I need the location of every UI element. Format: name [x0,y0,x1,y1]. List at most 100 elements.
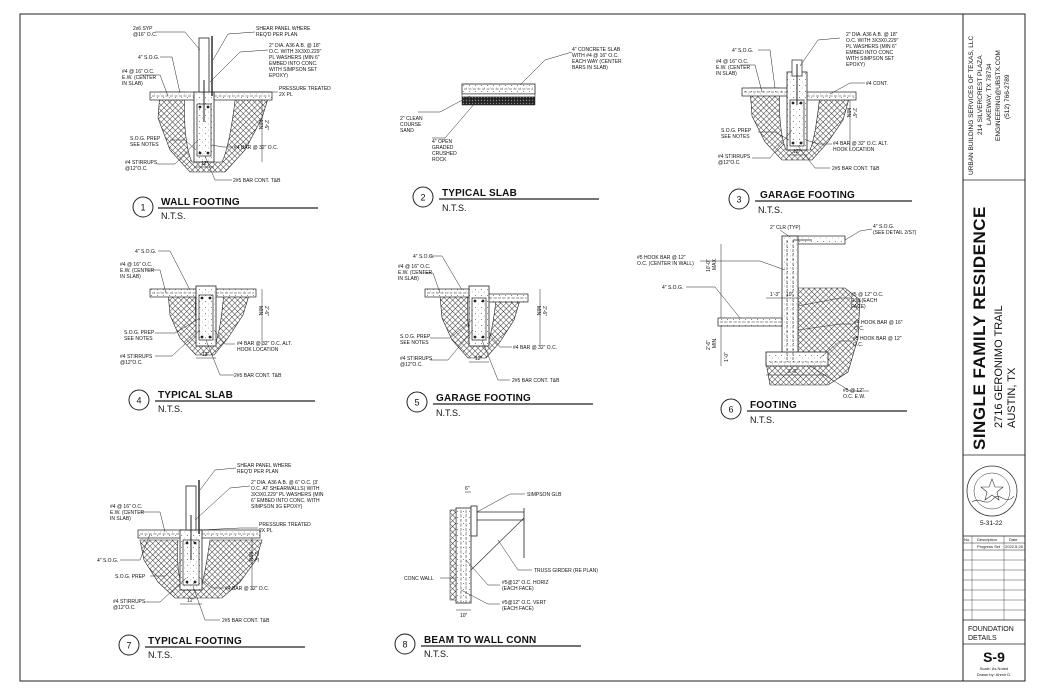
detail-title: BEAM TO WALL CONN [424,635,536,646]
note-footing-bar: #4 BAR @ 32" O.C. ALT. [833,141,888,147]
bar [473,299,477,303]
sheet-border [19,13,1026,682]
detail-number-bubble [406,391,428,413]
note-stirrups: #4 STIRRUPS [125,160,158,166]
note-wall-hook-bar: #5 HOOK BAR @ 12" [637,255,686,261]
dim-wall-thickness: 10" [460,613,468,619]
note-sog-prep: S.O.G. PREP [400,334,431,340]
sheet-title: DETAILS [968,635,997,642]
dim-depth: MIN. [257,120,263,131]
detail-callout-8: 8 BEAM TO WALL CONN N.T.S. [394,633,581,659]
note-concrete-slab: EACH WAY (CENTER [572,59,622,65]
dim-wall-height: MAX. [712,258,718,270]
project-info: SINGLE FAMILY RESIDENCE 2716 GERONIMO TR… [970,206,1018,450]
soil-hatch [439,295,521,359]
drawn-by: Drawn by: Ahmir D. [977,672,1011,677]
simpson-hanger [470,505,478,537]
project-name: SINGLE FAMILY RESIDENCE [970,206,989,450]
dim-width: 12" [475,356,483,362]
note-wall-rebar: E.W.(EACH [851,298,878,304]
detail-1-wall-footing: 2x6 SYP @16" O.C. SHEAR PANEL WHERE REQ'… [122,26,331,184]
company-name: URBAN BUILDING SERVICES OF TEXAS, LLC [968,36,975,175]
note-stirrups: @12"O.C. [120,360,143,366]
note-slab: 4" S.O.G. [97,558,118,564]
note-stirrups: @12"O.C. [400,362,423,368]
detail-scale: N.T.S. [436,408,461,418]
note-girder: TRUSS GIRDER (RE PLAN) [534,568,598,574]
note-cont-bars: 2#5 BAR CONT. T&B [512,378,560,384]
note-slab: 4" S.O.G. [138,55,159,61]
detail-title: TYPICAL FOOTING [148,636,242,647]
detail-title: GARAGE FOOTING [436,393,531,404]
detail-scale: N.T.S. [758,205,783,215]
note-slab: 4" S.O.G. [413,254,434,260]
note-vert-rebar: (EACH FACE) [502,606,534,612]
note-hanger: SIMPSON GLB [527,492,562,498]
note-footing-hook-bar: O.C. [853,342,863,348]
note-sand: SAND [400,128,414,134]
company-city: LAKEWAY, TX 78734 [986,63,993,125]
note-sand: COURSE [400,122,422,128]
detail-title: GARAGE FOOTING [760,190,855,201]
bar [481,335,485,339]
note-vert-rebar: #5@12" O.C. VERT [502,600,546,606]
note-anchor-bolt: PL WASHERS (MIN 6" [269,55,320,61]
soil-hatch [765,287,861,386]
note-anchor-bolt: 2" DIA. A36 A.B. @ 6" O.C. (3' [251,480,318,486]
sheet-title: FOUNDATION [968,626,1014,633]
note-footing-bar: HOOK LOCATION [237,347,279,353]
bar [193,580,197,584]
note-shear-panel: REQ'D PER PLAN [256,32,298,38]
note-sill-plate: 2X PL [259,528,273,534]
note-upper-slab: 4" S.O.G. [873,224,894,230]
engineer-seal: 5-31-22 [966,465,1018,527]
company-phone: (512) 766-2789 [1004,74,1011,119]
soil-hatch [157,91,271,173]
detail-number: 3 [736,195,741,205]
seal-inner [973,472,1011,510]
detail-scale: N.T.S. [148,650,173,660]
revision-row-description: Progress Set [977,544,1001,549]
note-sog-prep: SEE NOTES [124,336,153,342]
bar [185,541,189,545]
note-anchor-bolt: 2" DIA. A36 A.B. @ 18" [846,32,898,38]
dim-width: 12" [202,352,210,358]
note-wall-rebar: #5 @ 12" O.C. [851,292,883,298]
note-upper-slab: (SEE DETAIL 2/S7) [873,230,917,236]
note-slab-rebar: #4 @ 16" O.C. [120,262,152,268]
sheet-number: S-9 [983,649,1005,665]
bar [198,151,202,155]
detail-number: 7 [126,641,131,651]
dim-footing-depth: 2'-6" [706,340,712,350]
company-address: 214 SILVERCREST PLAZA [977,55,984,135]
bar [193,541,197,545]
note-sog-prep: S.O.G. PREP [130,136,161,142]
note-rock: 4" OPEN [432,139,453,145]
detail-4-typical-slab: 4" S.O.G. #4 @ 16" O.C. E.W. (CENTER IN … [120,249,292,379]
note-slab-rebar: #4 @ 16" O.C. [122,69,154,75]
note-wall-rebar: FACE) [851,304,866,310]
title-block: URBAN BUILDING SERVICES OF TEXAS, LLC 21… [962,14,1025,681]
dim-width: 12" [187,598,195,604]
note-sog-prep: S.O.G. PREP [721,128,752,134]
note-cont-bars: 2#5 BAR CONT. T&B [233,178,281,184]
note-concrete-slab: BARS IN SLAB) [572,65,608,71]
note-slab-rebar: #4 @ 16" O.C. [716,59,748,65]
note-anchor-bolt: EPOXY) [846,62,865,68]
note-sog-prep: SEE NOTES [400,340,429,346]
revision-header-date: Date [1009,537,1018,542]
detail-3-garage-footing: 2" DIA. A36 A.B. @ 18" O.C. WITH 3X3X0.2… [716,32,899,172]
note-concrete-slab: 4" CONCRETE SLAB [572,47,621,53]
wall-footing [765,351,829,367]
project-address: 2716 GERONIMO TRAIL [993,305,1005,428]
note-footing-bar: #4 BAR @ 32" O.C. ALT. [237,341,292,347]
signature-mark [971,495,1015,503]
note-slab-rebar: IN SLAB) [398,276,419,282]
note-sog-prep: S.O.G. PREP [115,574,146,580]
sheet-scale: Scale: As Noted [980,666,1008,671]
note-slab-rebar: IN SLAB) [716,71,737,77]
detail-callout-1: 1 WALL FOOTING N.T.S. [132,196,318,221]
bar [208,296,212,300]
detail-number: 6 [728,405,733,415]
note-clear-cover: 2" CLR (TYP) [770,225,801,231]
